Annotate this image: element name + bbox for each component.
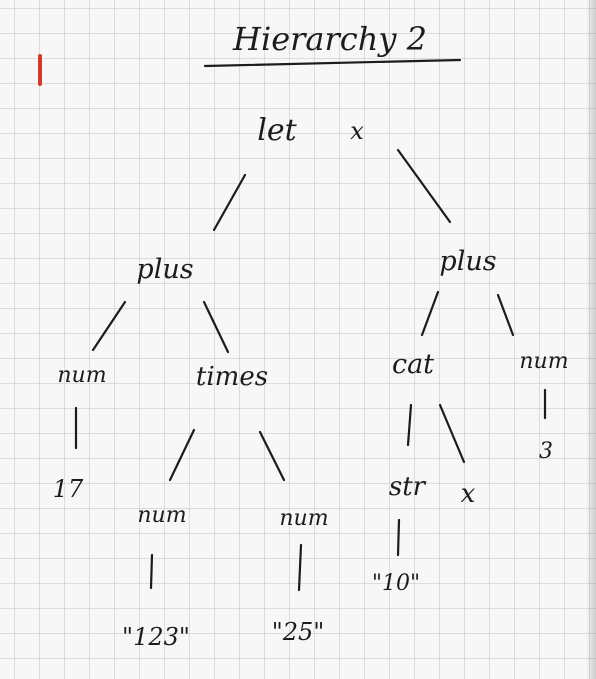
node-plus-right: plus bbox=[439, 246, 496, 277]
edge-times-num-a bbox=[168, 428, 196, 482]
title-underline bbox=[203, 58, 462, 68]
node-num-b: num bbox=[279, 506, 328, 531]
edge-num-b-25 bbox=[297, 543, 303, 592]
node-times: times bbox=[196, 362, 268, 392]
node-cat: cat bbox=[392, 349, 434, 380]
node-value-10: "10" bbox=[372, 571, 420, 596]
node-value-123: "123" bbox=[122, 623, 190, 651]
edge-cat-x bbox=[438, 403, 466, 464]
diagram-title: Hierarchy 2 bbox=[232, 20, 427, 58]
node-num-left: num bbox=[57, 363, 106, 388]
node-value-17: 17 bbox=[53, 475, 84, 503]
edge-cat-str bbox=[406, 403, 413, 447]
node-num-right: num bbox=[519, 349, 568, 374]
edge-str-10 bbox=[396, 518, 401, 557]
page-edge-shadow bbox=[586, 0, 596, 679]
edge-num-a-123 bbox=[149, 553, 154, 590]
edge-plus-cat bbox=[420, 290, 440, 337]
edge-let-plus-left bbox=[212, 173, 247, 232]
edge-times-num-b bbox=[258, 430, 286, 482]
node-cat-variable: x bbox=[461, 479, 476, 509]
edge-plus-num-right bbox=[496, 293, 515, 337]
node-value-3: 3 bbox=[539, 439, 553, 464]
node-let: let bbox=[257, 113, 297, 148]
node-value-25: "25" bbox=[272, 618, 325, 646]
node-num-a: num bbox=[137, 503, 186, 528]
node-plus-left: plus bbox=[136, 254, 193, 285]
red-margin-mark bbox=[38, 54, 42, 86]
edge-plus-times bbox=[202, 300, 230, 354]
node-let-variable: x bbox=[350, 117, 364, 145]
edge-plus-num-left bbox=[91, 300, 127, 352]
node-str: str bbox=[389, 472, 427, 502]
edge-let-plus-right bbox=[396, 148, 452, 224]
